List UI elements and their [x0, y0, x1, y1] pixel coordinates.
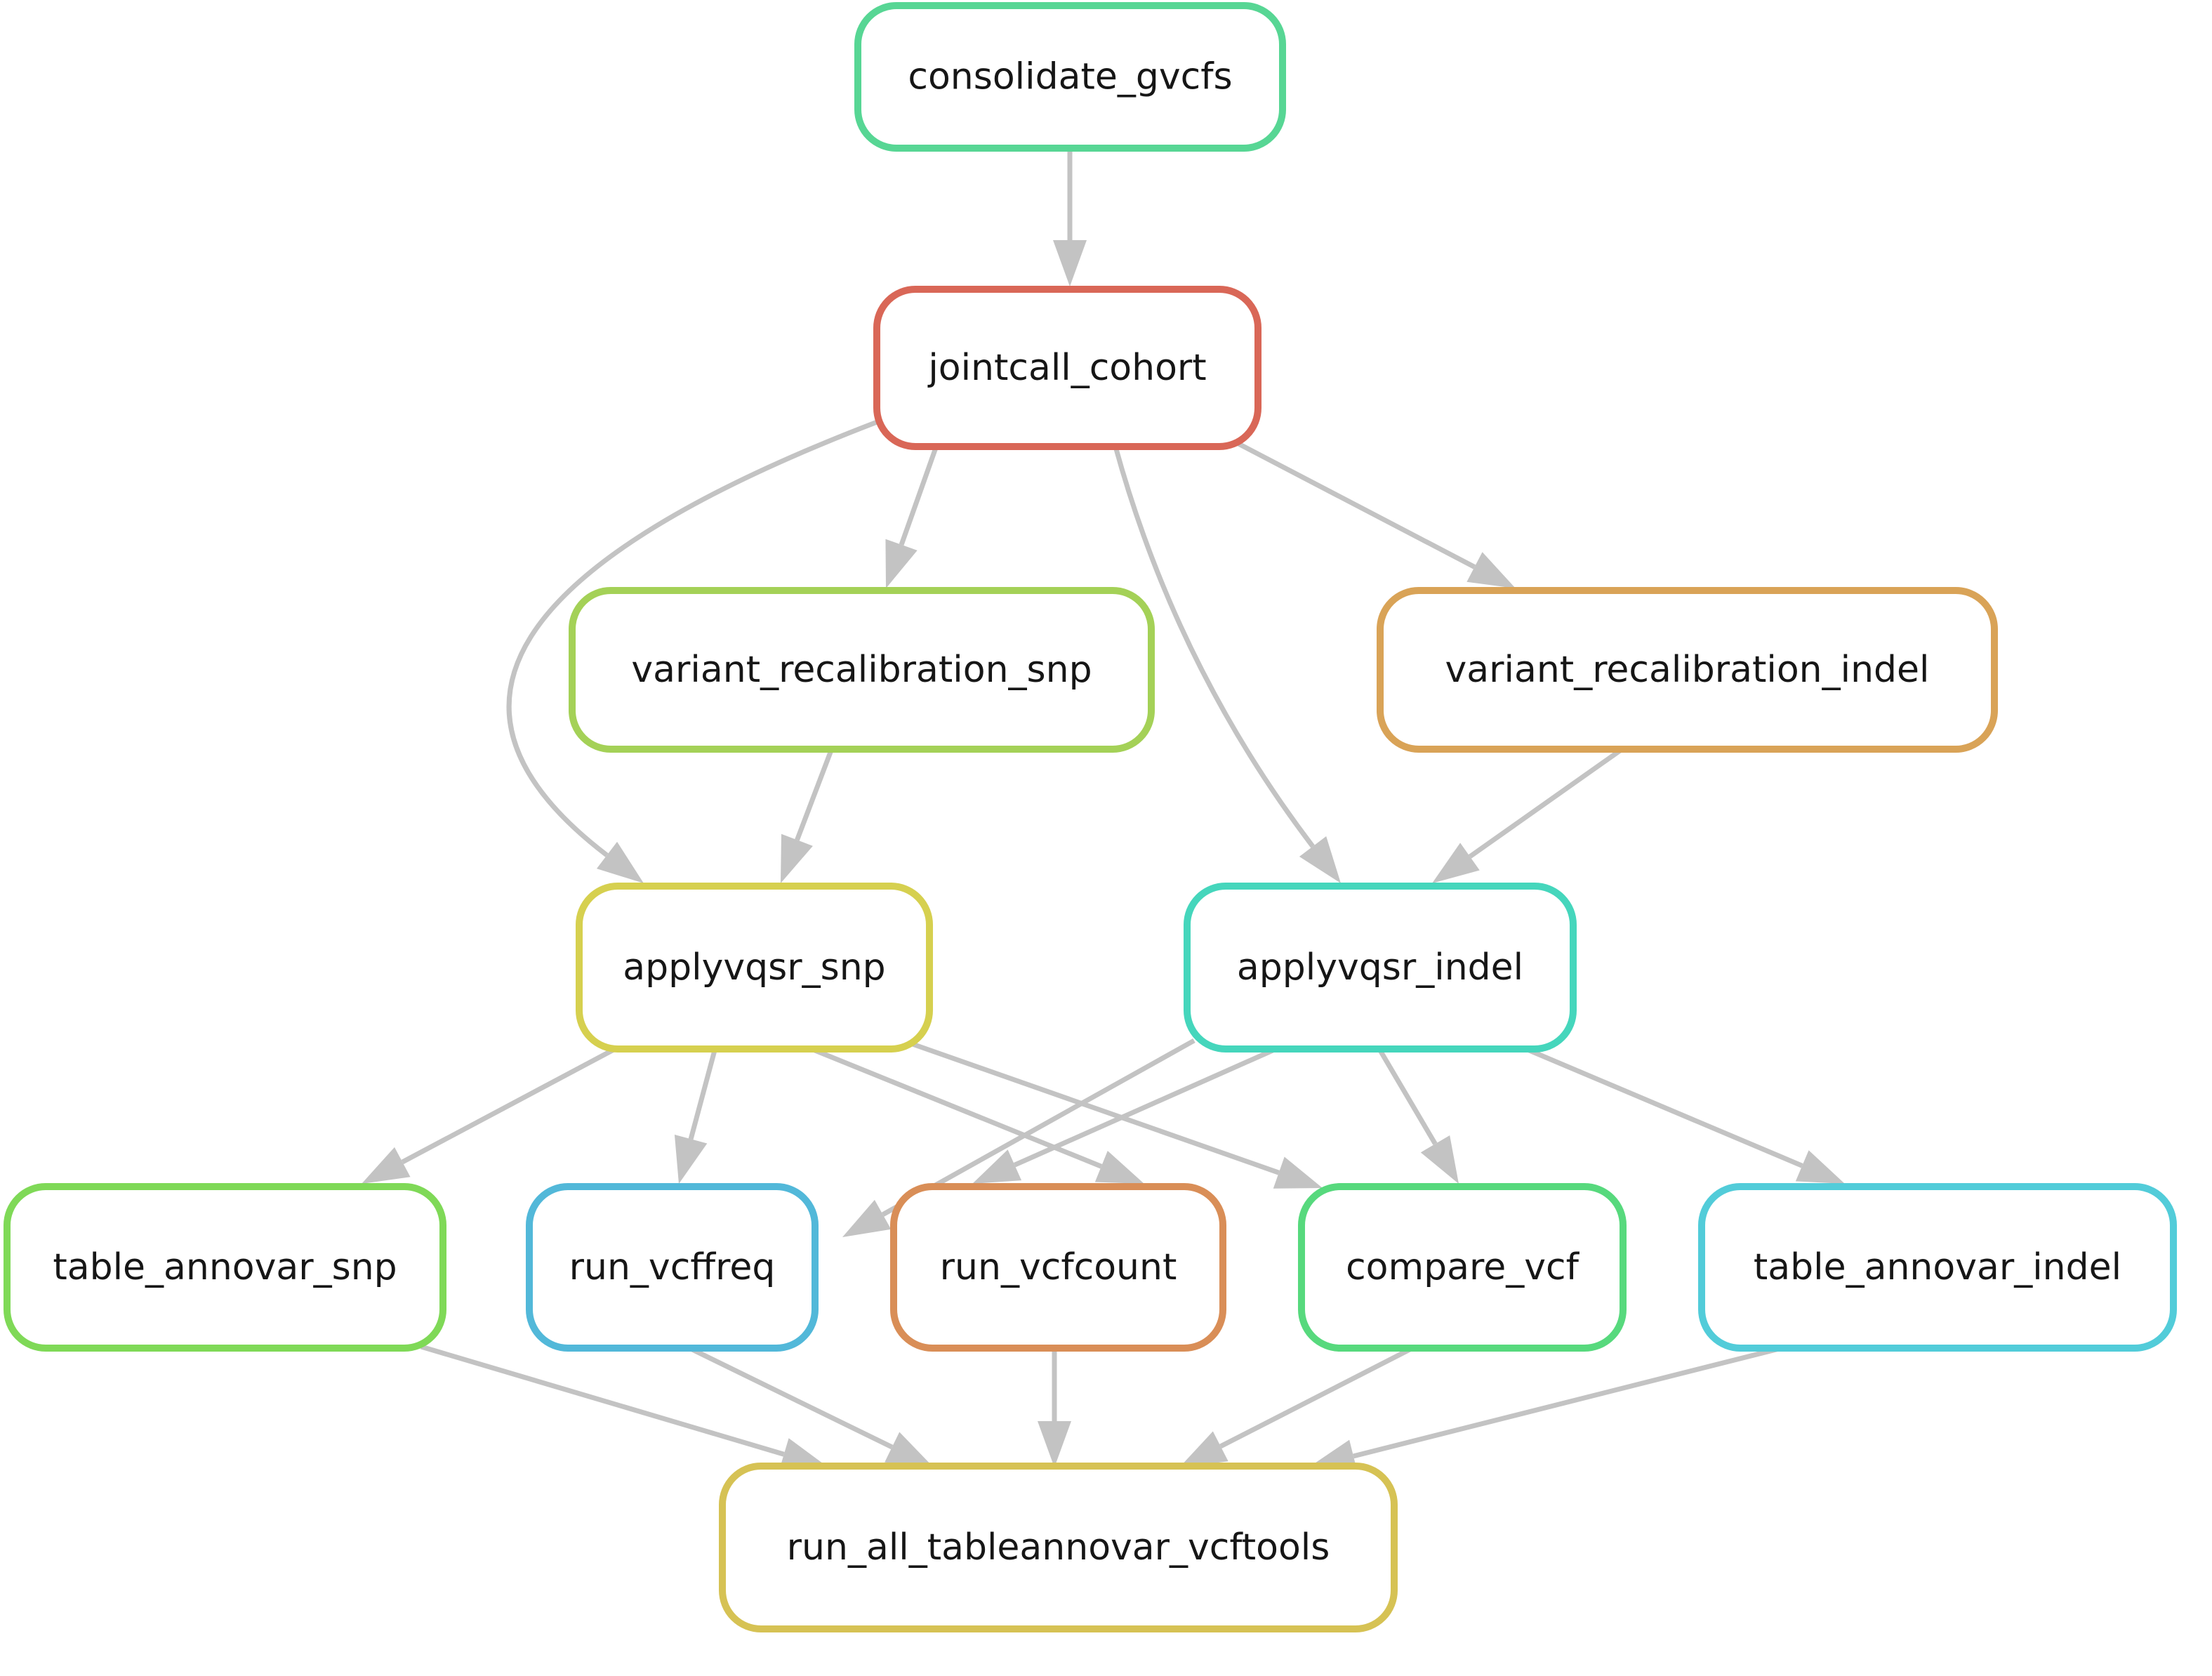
node-jointcall_cohort: jointcall_cohort	[873, 286, 1261, 450]
arrowhead-applyvqsr_indel--run_vcffreq	[842, 1199, 892, 1237]
node-run_all_tableannovar_vcftools: run_all_tableannovar_vcftools	[719, 1463, 1398, 1632]
arrowhead-compare_vcf--run_all_tableannovar_vcftools	[1179, 1431, 1228, 1467]
node-box-consolidate_gvcfs	[854, 2, 1286, 152]
node-variant_recalibration_indel: variant_recalibration_indel	[1377, 587, 1998, 753]
edge-applyvqsr_snp--run_vcffreq	[688, 1050, 717, 1140]
node-box-table_annovar_indel	[1698, 1183, 2177, 1352]
node-applyvqsr_indel: applyvqsr_indel	[1184, 883, 1577, 1053]
arrowhead-applyvqsr_indel--compare_vcf	[1420, 1135, 1459, 1184]
edge-table_annovar_indel--run_all_tableannovar_vcftools	[1353, 1344, 1788, 1459]
node-box-jointcall_cohort	[873, 286, 1261, 450]
arrowhead-jointcall_cohort--variant_recalibration_snp	[885, 539, 918, 588]
edge-applyvqsr_indel--table_annovar_indel	[1521, 1045, 1803, 1168]
arrowhead-jointcall_cohort--variant_recalibration_indel	[1466, 552, 1516, 588]
node-label-compare_vcf: compare_vcf	[1346, 1246, 1580, 1288]
arrowhead-applyvqsr_snp--run_vcffreq	[674, 1135, 708, 1184]
edge-applyvqsr_indel--compare_vcf	[1377, 1049, 1438, 1145]
node-box-variant_recalibration_indel	[1377, 587, 1998, 753]
node-label-jointcall_cohort: jointcall_cohort	[927, 347, 1206, 389]
node-label-applyvqsr_indel: applyvqsr_indel	[1237, 946, 1523, 989]
node-table_annovar_indel: table_annovar_indel	[1698, 1183, 2177, 1352]
arrowhead-applyvqsr_indel--table_annovar_indel	[1795, 1150, 1845, 1184]
arrowhead-jointcall_cohort--applyvqsr_indel	[1299, 836, 1341, 883]
node-box-applyvqsr_indel	[1184, 883, 1577, 1053]
edge-table_annovar_snp--run_all_tableannovar_vcftools	[420, 1344, 785, 1457]
edge-jointcall_cohort--variant_recalibration_snp	[899, 444, 939, 546]
edge-variant_recalibration_snp--applyvqsr_snp	[795, 747, 835, 841]
arrowhead-applyvqsr_snp--run_vcfcount	[1094, 1150, 1144, 1184]
node-label-variant_recalibration_indel: variant_recalibration_indel	[1445, 649, 1930, 691]
node-label-run_all_tableannovar_vcftools: run_all_tableannovar_vcftools	[787, 1526, 1330, 1569]
arrowhead-variant_recalibration_indel--applyvqsr_indel	[1432, 843, 1480, 883]
nodes-layer: consolidate_gvcfs jointcall_cohortvariant…	[4, 2, 2177, 1632]
node-label-variant_recalibration_snp: variant_recalibration_snp	[631, 649, 1092, 691]
node-applyvqsr_snp: applyvqsr_snp	[576, 883, 933, 1053]
edge-compare_vcf--run_all_tableannovar_vcftools	[1219, 1344, 1417, 1449]
arrowhead-applyvqsr_snp--compare_vcf	[1273, 1156, 1323, 1189]
arrowhead-run_vcffreq--run_all_tableannovar_vcftools	[885, 1432, 934, 1467]
arrowhead-consolidate_gvcfs--jointcall_cohort	[1053, 240, 1087, 286]
edge-jointcall_cohort--variant_recalibration_indel	[1224, 434, 1476, 569]
node-run_vcfcount: run_vcfcount	[890, 1183, 1226, 1352]
node-box-variant_recalibration_snp	[569, 587, 1155, 753]
arrowhead-applyvqsr_indel--run_vcfcount	[972, 1149, 1022, 1184]
edge-applyvqsr_snp--table_annovar_snp	[401, 1046, 616, 1165]
arrowhead-applyvqsr_snp--table_annovar_snp	[362, 1147, 411, 1184]
node-box-run_vcffreq	[526, 1183, 819, 1352]
edge-variant_recalibration_indel--applyvqsr_indel	[1468, 746, 1625, 859]
node-box-run_all_tableannovar_vcftools	[719, 1463, 1398, 1632]
node-label-table_annovar_snp: table_annovar_snp	[53, 1246, 397, 1288]
node-label-run_vcffreq: run_vcffreq	[569, 1246, 776, 1288]
node-label-consolidate_gvcfs: consolidate_gvcfs	[908, 56, 1232, 98]
edge-applyvqsr_indel--run_vcfcount	[1013, 1048, 1274, 1168]
node-label-run_vcfcount: run_vcfcount	[940, 1246, 1177, 1288]
edge-run_vcffreq--run_all_tableannovar_vcftools	[685, 1344, 894, 1450]
node-box-table_annovar_snp	[4, 1183, 446, 1352]
node-box-applyvqsr_snp	[576, 883, 933, 1053]
node-label-applyvqsr_snp: applyvqsr_snp	[623, 946, 885, 989]
node-compare_vcf: compare_vcf	[1298, 1183, 1627, 1352]
node-box-compare_vcf	[1298, 1183, 1627, 1352]
arrowhead-variant_recalibration_snp--applyvqsr_snp	[781, 833, 813, 883]
node-box-run_vcfcount	[890, 1183, 1226, 1352]
edge-applyvqsr_snp--compare_vcf	[909, 1041, 1280, 1175]
edge-jointcall_cohort--applyvqsr_indel	[1113, 446, 1315, 848]
node-run_vcffreq: run_vcffreq	[526, 1183, 819, 1352]
arrowhead-jointcall_cohort--applyvqsr_snp	[596, 841, 644, 883]
node-variant_recalibration_snp: variant_recalibration_snp	[569, 587, 1155, 753]
node-label-table_annovar_indel: table_annovar_indel	[1754, 1246, 2121, 1288]
edge-jointcall_cohort--applyvqsr_snp	[506, 418, 880, 857]
arrowhead-run_vcfcount--run_all_tableannovar_vcftools	[1038, 1421, 1071, 1467]
node-consolidate_gvcfs: consolidate_gvcfs	[854, 2, 1286, 152]
arrowhead-table_annovar_snp--run_all_tableannovar_vcftools	[779, 1438, 828, 1471]
node-table_annovar_snp: table_annovar_snp	[4, 1183, 446, 1352]
